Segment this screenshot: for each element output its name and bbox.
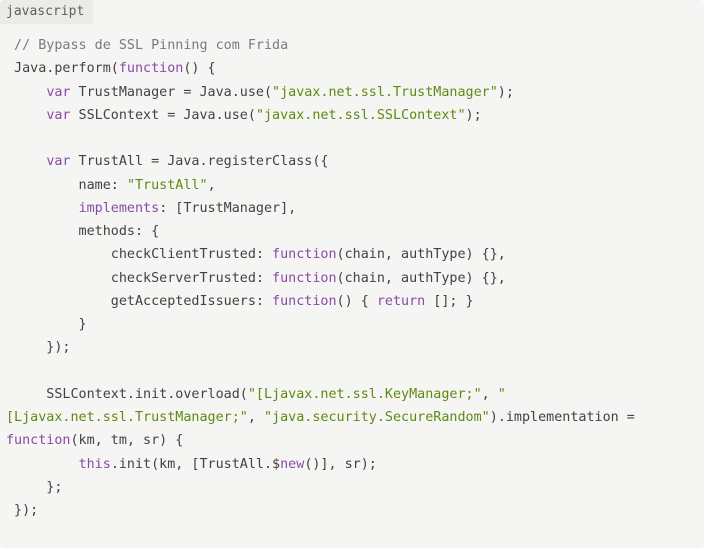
- code-line-9: methods: {: [6, 224, 160, 239]
- code-line-3: var TrustManager = Java.use("javax.net.s…: [6, 85, 514, 100]
- code-text: TrustManager = Java.use(: [70, 84, 273, 100]
- code-line-10: checkClientTrusted: function(chain, auth…: [6, 247, 506, 262]
- code-line-18: function(km, tm, sr) {: [6, 433, 183, 448]
- code-text: () {: [183, 61, 216, 77]
- code-text: (chain, authType) {},: [336, 270, 506, 286]
- keyword-implements: implements: [78, 200, 160, 216]
- keyword-function: function: [272, 270, 337, 286]
- indent: [6, 108, 46, 123]
- code-text: Java.perform(: [6, 61, 119, 77]
- keyword-function: function: [6, 433, 71, 449]
- indent: [6, 201, 79, 216]
- keyword-this: this: [78, 456, 111, 472]
- code-line-13: }: [6, 317, 87, 332]
- code-text: () {: [336, 293, 377, 309]
- code-line-21: });: [6, 503, 38, 518]
- code-line-19: this.init(km, [TrustAll.$new()], sr);: [6, 457, 377, 472]
- keyword-return: return: [376, 293, 426, 309]
- keyword-function: function: [272, 293, 337, 309]
- code-text: name:: [6, 177, 127, 193]
- code-text: ()], sr);: [304, 456, 377, 472]
- string-literal: "javax.net.ssl.TrustManager": [272, 84, 498, 100]
- code-line-14: });: [6, 340, 71, 356]
- code-text: .init(km, [TrustAll.$: [110, 456, 281, 472]
- indent: [6, 457, 79, 472]
- code-text: );: [465, 107, 482, 123]
- code-text: TrustAll = Java.registerClass({: [70, 154, 329, 170]
- keyword-var: var: [46, 84, 71, 100]
- code-text: (chain, authType) {},: [336, 247, 506, 263]
- code-text: };: [6, 479, 63, 495]
- code-line-4: var SSLContext = Java.use("javax.net.ssl…: [6, 107, 482, 123]
- string-literal: ": [497, 386, 506, 402]
- string-literal: "TrustAll": [126, 177, 208, 193]
- code-text: );: [497, 84, 514, 100]
- indent: [6, 85, 46, 100]
- code-line-1: // Bypass de SSL Pinning com Frida: [6, 38, 288, 53]
- code-line-8: implements: [TrustManager],: [6, 200, 297, 216]
- code-line-20: };: [6, 480, 62, 495]
- code-text: ,: [247, 410, 264, 425]
- code-line-11: checkServerTrusted: function(chain, auth…: [6, 271, 506, 286]
- code-line-2: Java.perform(function() {: [6, 61, 216, 76]
- code-line-16: SSLContext.init.overload("[Ljavax.net.ss…: [6, 387, 506, 402]
- code-text: SSLContext = Java.use(: [70, 107, 256, 123]
- code-text: checkServerTrusted:: [6, 270, 273, 286]
- string-literal: [Ljavax.net.ssl.TrustManager;": [6, 410, 248, 425]
- keyword-new: new: [280, 456, 305, 472]
- code-text: SSLContext.init.overload(: [6, 386, 248, 402]
- code-text: : [TrustManager],: [159, 200, 297, 216]
- code-text: checkClientTrusted:: [6, 247, 273, 263]
- code-text: methods: {: [6, 224, 160, 239]
- indent: [6, 154, 46, 169]
- code-text: }: [6, 317, 87, 332]
- code-text: ).implementation =: [489, 410, 635, 425]
- code-text: []; }: [425, 293, 474, 309]
- language-label: javascript: [0, 0, 94, 24]
- code-text: ,: [207, 177, 216, 193]
- string-literal: "javax.net.ssl.SSLContext": [255, 107, 466, 123]
- string-literal: "java.security.SecureRandom": [263, 410, 490, 425]
- keyword-var: var: [46, 107, 71, 123]
- code-text: ,: [481, 386, 498, 402]
- code-text: });: [6, 503, 39, 518]
- code-line-12: getAcceptedIssuers: function() { return …: [6, 294, 474, 309]
- code-line-7: name: "TrustAll",: [6, 178, 216, 193]
- keyword-var: var: [46, 154, 71, 170]
- code-line-6: var TrustAll = Java.registerClass({: [6, 154, 328, 169]
- code-text: (km, tm, sr) {: [70, 433, 184, 449]
- code-text: getAcceptedIssuers:: [6, 293, 273, 309]
- keyword-function: function: [272, 247, 337, 263]
- code-line-17: [Ljavax.net.ssl.TrustManager;", "java.se…: [6, 410, 635, 425]
- comment: // Bypass de SSL Pinning com Frida: [6, 38, 289, 53]
- string-literal: "[Ljavax.net.ssl.KeyManager;": [247, 386, 482, 402]
- code-content[interactable]: // Bypass de SSL Pinning com Frida Java.…: [6, 34, 635, 522]
- keyword-function: function: [118, 61, 184, 77]
- code-text: });: [6, 340, 71, 356]
